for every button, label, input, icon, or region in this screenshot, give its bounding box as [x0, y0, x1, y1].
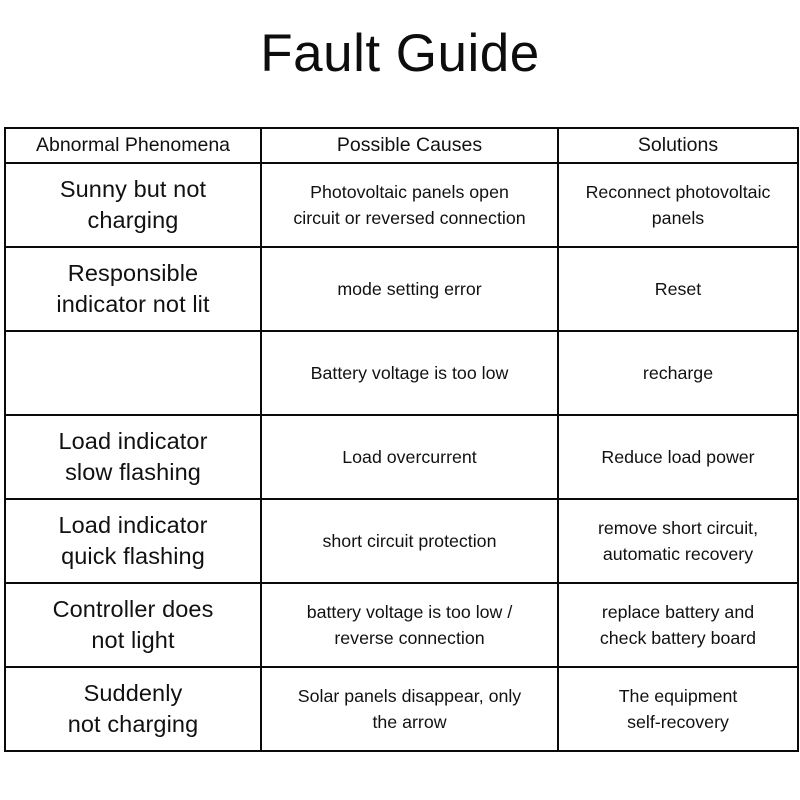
- table-row: Sunny but not charging Photovoltaic pane…: [4, 162, 799, 248]
- fault-table-container: Abnormal Phenomena Possible Causes Solut…: [4, 127, 799, 752]
- cell-text-line: recharge: [642, 363, 714, 383]
- cell-text-line: not charging: [67, 711, 199, 737]
- cell-text-line: short circuit protection: [322, 531, 497, 551]
- table-row: Load indicator slow flashing Load overcu…: [4, 414, 799, 500]
- cell-cause: Battery voltage is too low: [260, 330, 559, 416]
- cell-text-line: charging: [87, 207, 179, 233]
- cell-text-line: automatic recovery: [602, 544, 754, 564]
- cell-text-line: reverse connection: [334, 628, 485, 648]
- cell-solution: The equipment self-recovery: [557, 666, 799, 752]
- table-row: Responsible indicator not lit mode setti…: [4, 246, 799, 332]
- cell-phenomena-empty: [4, 330, 262, 416]
- cell-text-line: The equipment: [618, 686, 738, 706]
- cell-cause: battery voltage is too low / reverse con…: [260, 582, 559, 668]
- cell-solution: remove short circuit, automatic recovery: [557, 498, 799, 584]
- cell-cause: Photovoltaic panels open circuit or reve…: [260, 162, 559, 248]
- cell-text-line: not light: [91, 627, 175, 653]
- cell-text-line: the arrow: [372, 712, 447, 732]
- cell-text-line: remove short circuit,: [597, 518, 759, 538]
- cell-text-line: Load indicator: [58, 512, 208, 538]
- cell-text-line: indicator not lit: [56, 291, 210, 317]
- cell-text-line: Solar panels disappear, only: [297, 686, 522, 706]
- column-header-possible-causes: Possible Causes: [260, 127, 559, 164]
- cell-solution: recharge: [557, 330, 799, 416]
- cell-text-line: Suddenly: [83, 680, 183, 706]
- cell-solution: Reset: [557, 246, 799, 332]
- cell-cause: Load overcurrent: [260, 414, 559, 500]
- cell-text-line: Load overcurrent: [342, 447, 477, 467]
- cell-phenomena: Controller does not light: [4, 582, 262, 668]
- cell-cause: short circuit protection: [260, 498, 559, 584]
- cell-text-line: mode setting error: [337, 279, 482, 299]
- cell-text-line: panels: [651, 208, 705, 228]
- cell-cause: mode setting error: [260, 246, 559, 332]
- cell-text-line: quick flashing: [61, 543, 205, 569]
- cell-phenomena: Responsible indicator not lit: [4, 246, 262, 332]
- cell-text-line: battery voltage is too low /: [306, 602, 513, 622]
- cell-solution: Reconnect photovoltaic panels: [557, 162, 799, 248]
- cell-text-line: Sunny but not: [59, 176, 207, 202]
- cell-text-line: replace battery and: [601, 602, 755, 622]
- cell-text-line: [12, 373, 254, 374]
- cell-text-line: Responsible: [67, 260, 199, 286]
- cell-phenomena: Load indicator quick flashing: [4, 498, 262, 584]
- table-row: Controller does not light battery voltag…: [4, 582, 799, 668]
- table-header-row: Abnormal Phenomena Possible Causes Solut…: [4, 127, 799, 164]
- page-title: Fault Guide: [260, 24, 540, 83]
- cell-phenomena: Suddenly not charging: [4, 666, 262, 752]
- cell-solution: Reduce load power: [557, 414, 799, 500]
- table-row: Load indicator quick flashing short circ…: [4, 498, 799, 584]
- column-header-solutions: Solutions: [557, 127, 799, 164]
- fault-guide-table: Abnormal Phenomena Possible Causes Solut…: [4, 127, 799, 752]
- cell-text-line: slow flashing: [65, 459, 201, 485]
- cell-text-line: Load indicator: [58, 428, 208, 454]
- table-row: Battery voltage is too low recharge: [4, 330, 799, 416]
- cell-phenomena: Load indicator slow flashing: [4, 414, 262, 500]
- cell-text-line: Controller does: [52, 596, 214, 622]
- cell-text-line: Battery voltage is too low: [310, 363, 509, 383]
- table-row: Suddenly not charging Solar panels disap…: [4, 666, 799, 752]
- cell-solution: replace battery and check battery board: [557, 582, 799, 668]
- cell-text-line: self-recovery: [627, 712, 729, 732]
- cell-text-line: Photovoltaic panels open: [310, 182, 509, 202]
- cell-text-line: Reduce load power: [601, 447, 755, 467]
- cell-text-line: Reset: [654, 279, 702, 299]
- cell-text-line: check battery board: [599, 628, 757, 648]
- cell-text-line: Reconnect photovoltaic: [585, 182, 771, 202]
- column-header-abnormal-phenomena: Abnormal Phenomena: [4, 127, 262, 164]
- cell-text-line: circuit or reversed connection: [293, 208, 526, 228]
- cell-phenomena: Sunny but not charging: [4, 162, 262, 248]
- cell-cause: Solar panels disappear, only the arrow: [260, 666, 559, 752]
